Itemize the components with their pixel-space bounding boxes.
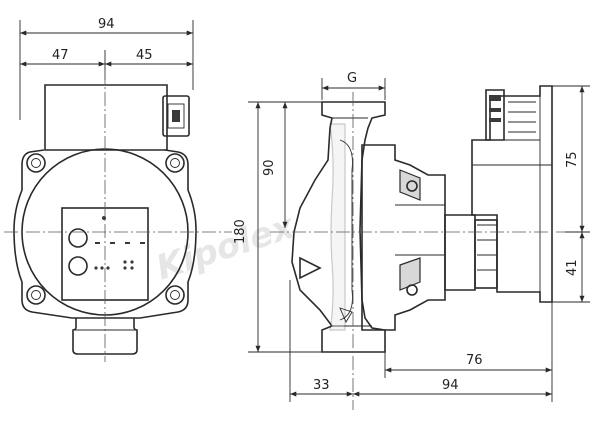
pump-housing [13,149,197,319]
connector-plug [162,95,190,137]
dim-overall-depth: 94 [442,378,459,393]
dim-flange-offset: 33 [313,378,330,393]
terminal-box [44,84,168,151]
motor-neck [444,214,476,291]
button-upper [68,228,88,248]
mounting-bosses [26,153,185,305]
front-view: 94 47 45 [4,17,232,362]
pump-volute [291,101,386,353]
dim-port: G [347,71,357,86]
side-view: G 180 90 [233,71,590,410]
dim-motor-lower: 41 [565,259,580,276]
motor-flange [361,144,446,331]
dim-motor-depth: 76 [466,353,483,368]
dim-right-half: 45 [136,48,153,63]
button-lower [68,256,88,276]
dim-overall-width: 94 [98,17,115,32]
dim-motor-upper: 75 [565,151,580,168]
motor-connector [485,89,505,141]
dim-left-half: 47 [52,48,69,63]
flow-arrow [299,256,322,280]
watermark: Kipolex [151,206,300,288]
dim-upper-height: 90 [262,159,277,176]
dim-total-height: 180 [233,219,248,244]
